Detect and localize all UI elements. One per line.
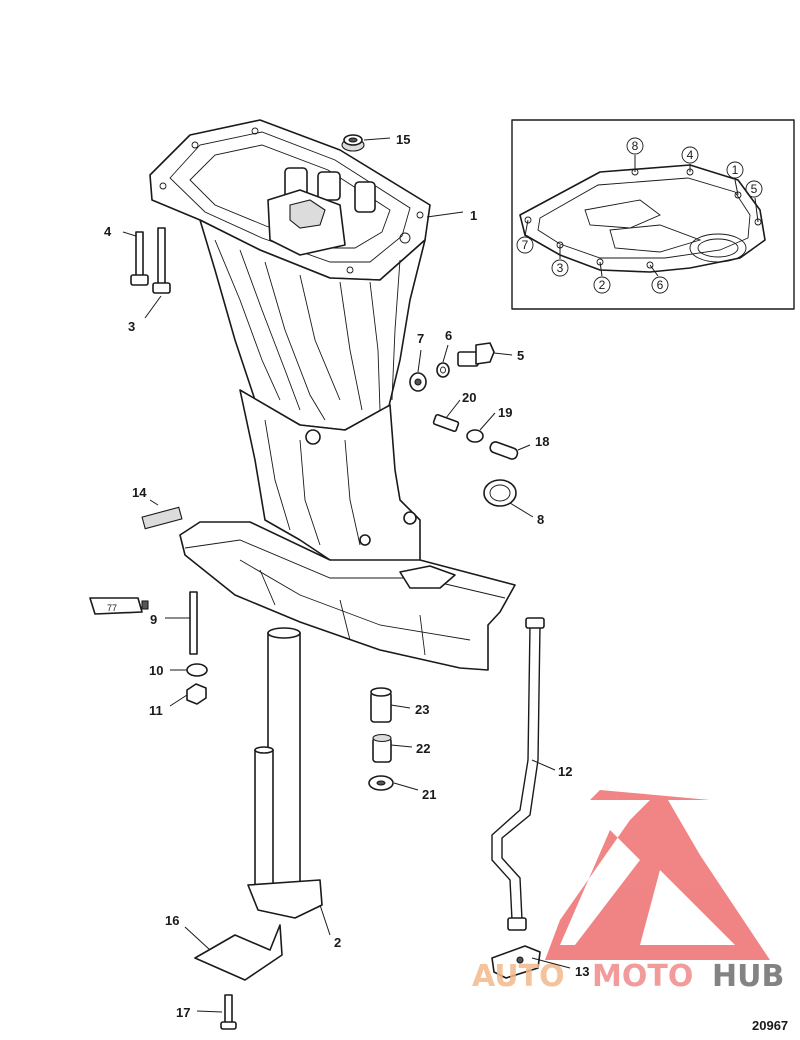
callout-10: 10: [149, 663, 163, 678]
callout-8: 8: [537, 512, 544, 527]
nut: [186, 683, 207, 705]
watermark-hub: HUB: [712, 959, 784, 994]
inset-callout-1: 1: [732, 163, 739, 177]
inset-callout-4: 4: [687, 148, 694, 162]
shim-plate: [141, 506, 183, 530]
inset-callout-2: 2: [599, 278, 606, 292]
driveshaft-housing: [149, 119, 516, 671]
callout-11: 11: [149, 703, 163, 718]
callout-22: 22: [416, 741, 430, 756]
washer: [186, 663, 208, 677]
plug-and-washers: [409, 342, 495, 392]
inset-callout-7: 7: [522, 238, 529, 252]
water-tube-assembly: [247, 627, 323, 919]
callout-6: 6: [445, 328, 452, 343]
diagram-id: 20967: [752, 1018, 788, 1033]
callouts: 1 2 3 4 5 6 7 8 9 10 11 12 13 14 15 16 1: [104, 132, 589, 1020]
speedometer-tube: [491, 617, 545, 979]
bushings: [368, 687, 394, 791]
seal: [483, 479, 517, 507]
callout-1: 1: [470, 208, 477, 223]
fitting-clamp-pin: [432, 413, 519, 460]
gasket-inset: 8 4 1 5 7 3 2 6: [511, 119, 795, 310]
callout-7: 7: [417, 331, 424, 346]
callout-20: 20: [462, 390, 476, 405]
callout-9: 9: [150, 612, 157, 627]
callout-3: 3: [128, 319, 135, 334]
callout-14: 14: [132, 485, 147, 500]
callout-19: 19: [498, 405, 512, 420]
watermark-logo: [545, 790, 770, 960]
callout-23: 23: [415, 702, 429, 717]
inset-callout-3: 3: [557, 261, 564, 275]
sealant-tube-label: 77: [107, 603, 117, 613]
callout-2: 2: [334, 935, 341, 950]
watermark-auto: AUTO: [472, 959, 565, 994]
inset-callout-5: 5: [751, 182, 758, 196]
grommet: [341, 134, 365, 152]
callout-15: 15: [396, 132, 410, 147]
callout-16: 16: [165, 913, 179, 928]
callout-5: 5: [517, 348, 524, 363]
callout-4: 4: [104, 224, 112, 239]
inset-frame: [511, 119, 795, 310]
callout-17: 17: [176, 1005, 190, 1020]
stud-and-sealant: 77: [89, 591, 198, 655]
callout-21: 21: [422, 787, 436, 802]
inset-callout-8: 8: [632, 139, 639, 153]
callout-13: 13: [575, 964, 589, 979]
callout-12: 12: [558, 764, 572, 779]
inset-callout-6: 6: [657, 278, 664, 292]
automotohub-watermark: AUTO MOTO HUB: [472, 790, 784, 994]
long-bolts: [130, 227, 171, 294]
callout-18: 18: [535, 434, 549, 449]
watermark-moto: MOTO: [592, 959, 693, 994]
bracket-and-screw: [194, 924, 283, 1030]
